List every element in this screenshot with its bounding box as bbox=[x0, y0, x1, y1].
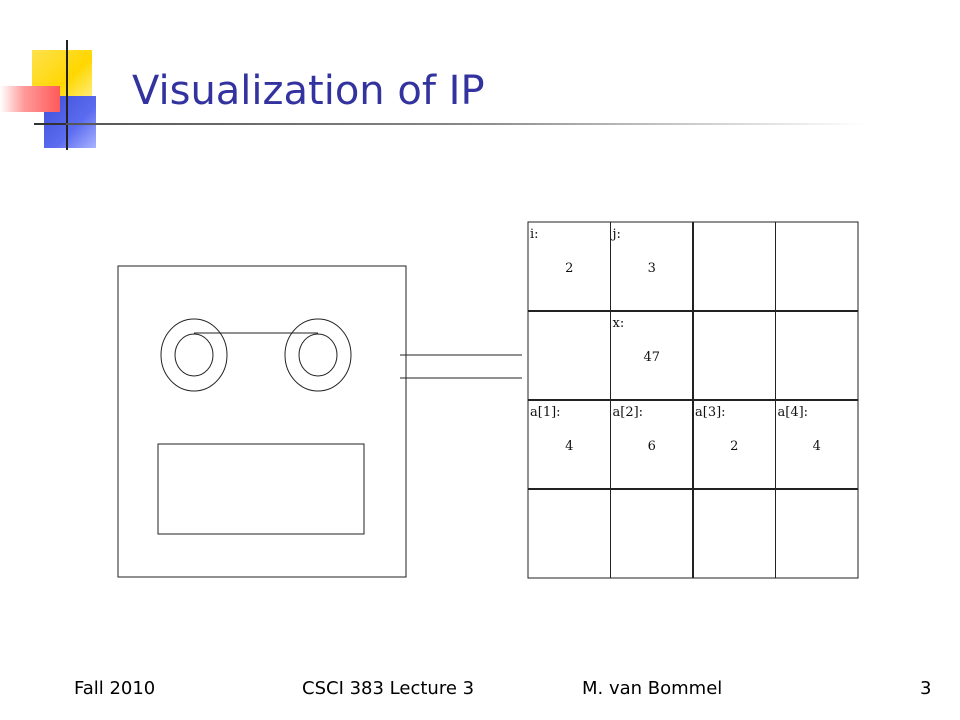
footer-date: Fall 2010 bbox=[74, 678, 156, 699]
memory-cell-value: 2 bbox=[730, 439, 738, 454]
memory-cell-label: x: bbox=[613, 316, 625, 331]
display-box bbox=[157, 443, 365, 535]
memory-cell-label: a[3]: bbox=[695, 405, 726, 420]
memory-cell-value: 4 bbox=[813, 439, 821, 454]
memory-cell: i: 2 bbox=[530, 227, 573, 276]
memory-grid: i: 2 j: 3 x: 47 a[1]: 4 a[2]: 6 a[3]: 2 a[4]: 4 bbox=[527, 221, 859, 579]
memory-cell-value: 6 bbox=[648, 439, 656, 454]
memory-cell: a[2]: 6 bbox=[613, 405, 656, 454]
footer-course: CSCI 383 Lecture 3 bbox=[302, 678, 475, 699]
memory-cell-value: 2 bbox=[565, 261, 573, 276]
left-reel-outer-icon bbox=[160, 318, 228, 392]
memory-cell-value: 4 bbox=[565, 439, 573, 454]
memory-cell: a[4]: 4 bbox=[778, 405, 821, 454]
right-reel-inner-icon bbox=[298, 333, 338, 377]
footer-author: M. van Bommel bbox=[582, 678, 723, 699]
title-underline bbox=[66, 123, 866, 125]
memory-cell-label: a[4]: bbox=[778, 405, 809, 420]
memory-cell-label: a[2]: bbox=[613, 405, 644, 420]
memory-cell-value: 3 bbox=[648, 261, 656, 276]
memory-cell: a[3]: 2 bbox=[695, 405, 738, 454]
memory-cell: a[1]: 4 bbox=[530, 405, 573, 454]
right-reel-outer-icon bbox=[284, 318, 352, 392]
memory-cell: j: 3 bbox=[611, 227, 656, 276]
footer-page-number: 3 bbox=[920, 678, 932, 699]
memory-cell: x: 47 bbox=[613, 316, 661, 365]
processor-box bbox=[117, 265, 407, 578]
title-decoration bbox=[0, 0, 130, 160]
deco-vertical-line bbox=[66, 40, 68, 150]
memory-cell-label: i: bbox=[530, 227, 539, 242]
deco-red-bar bbox=[0, 86, 60, 112]
memory-cell-label: a[1]: bbox=[530, 405, 561, 420]
memory-cell-label: j: bbox=[611, 227, 621, 242]
slide-title: Visualization of IP bbox=[132, 68, 485, 114]
memory-cell-value: 47 bbox=[643, 350, 660, 365]
left-reel-inner-icon bbox=[174, 333, 214, 377]
